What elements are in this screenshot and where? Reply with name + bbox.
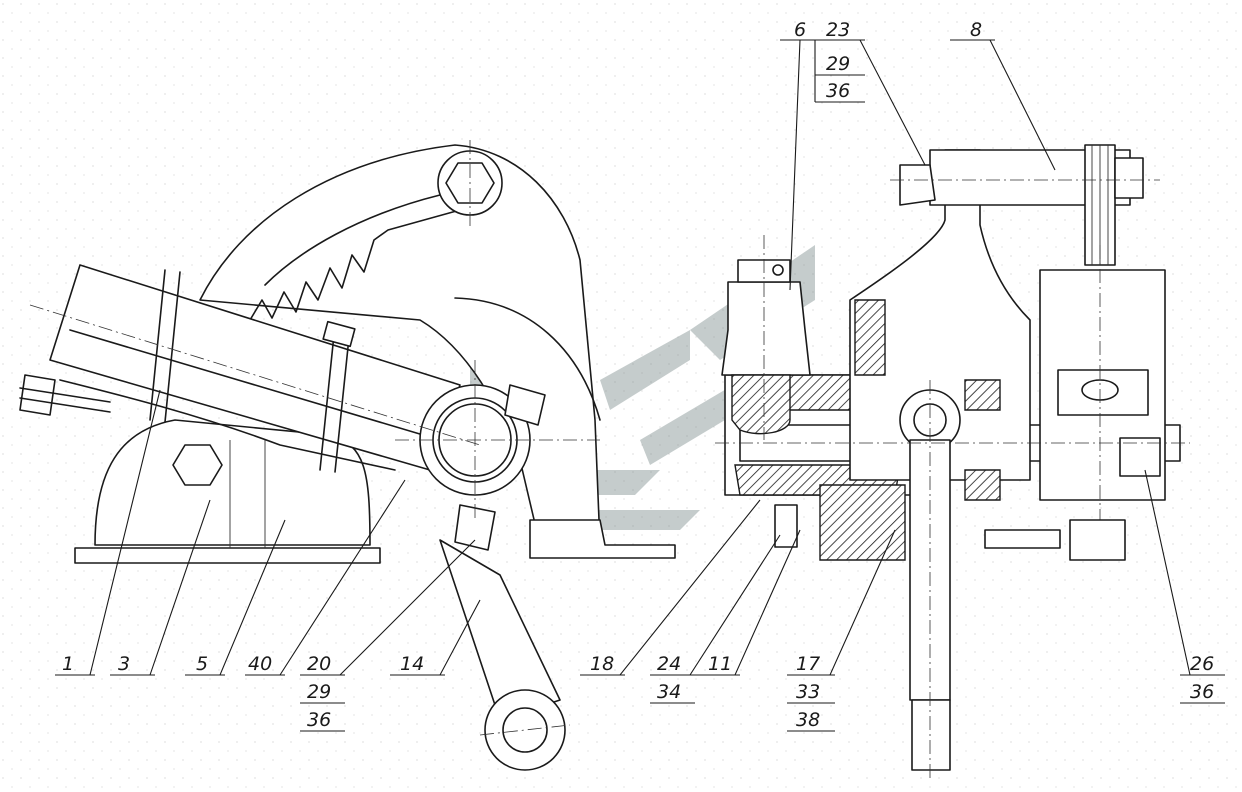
bracket-section-right: [964, 379, 1001, 411]
arc-cover: [454, 297, 601, 421]
callout-17-b: 33: [796, 681, 820, 703]
pedestal-housing: [94, 419, 371, 546]
hex-nut-pedestal: [172, 444, 223, 486]
callout-8: 8: [970, 19, 982, 41]
callout-1: 1: [62, 653, 74, 675]
bolt-head-8: [1114, 157, 1144, 199]
collar-24: [774, 504, 798, 548]
callout-18: 18: [590, 653, 614, 675]
lower-bracket: [1069, 519, 1126, 561]
base-plate-right: [984, 529, 1061, 549]
callout-40: 40: [248, 653, 272, 675]
callout-23-a: 23: [826, 19, 850, 41]
leader-lines: [55, 39, 1225, 732]
nut-26: [1119, 437, 1161, 477]
callout-20-c: 36: [307, 709, 331, 731]
lever-arm: [439, 539, 561, 721]
callout-17-a: 17: [796, 653, 820, 675]
sensor-body: [721, 281, 811, 376]
foot-bracket: [529, 519, 676, 559]
callout-11: 11: [708, 653, 732, 675]
callout-5: 5: [196, 653, 208, 675]
base-plate-left: [74, 547, 381, 564]
callout-26-a: 26: [1190, 653, 1214, 675]
callout-24-a: 24: [657, 653, 681, 675]
callout-labels: 1 3 5 40 20 29 36 14 18 24 34 11 17 33 3…: [62, 19, 1214, 731]
clamp-bolt-head: [504, 384, 546, 426]
bracket-section-left: [854, 299, 886, 376]
callout-3: 3: [118, 653, 130, 675]
callout-14: 14: [400, 653, 424, 675]
callout-20-b: 29: [307, 681, 331, 703]
callout-17-c: 38: [796, 709, 820, 731]
left-assembly: [19, 140, 676, 771]
callout-24-b: 34: [657, 681, 681, 703]
lever-eye: [484, 689, 566, 771]
hex-nut-23: [899, 164, 936, 206]
callout-26-b: 36: [1190, 681, 1214, 703]
clamp-bolt-lower: [454, 504, 496, 551]
callout-23-c: 36: [826, 80, 850, 102]
rod-end: [911, 699, 951, 771]
end-fitting: [19, 374, 56, 416]
right-assembly: [715, 144, 1190, 780]
callout-23-b: 29: [826, 53, 850, 75]
callout-20-a: 20: [307, 653, 331, 675]
gear-teeth: [249, 209, 461, 321]
bushing-section: [819, 484, 906, 561]
sensor-thread-section: [731, 374, 791, 435]
callout-6: 6: [794, 19, 806, 41]
